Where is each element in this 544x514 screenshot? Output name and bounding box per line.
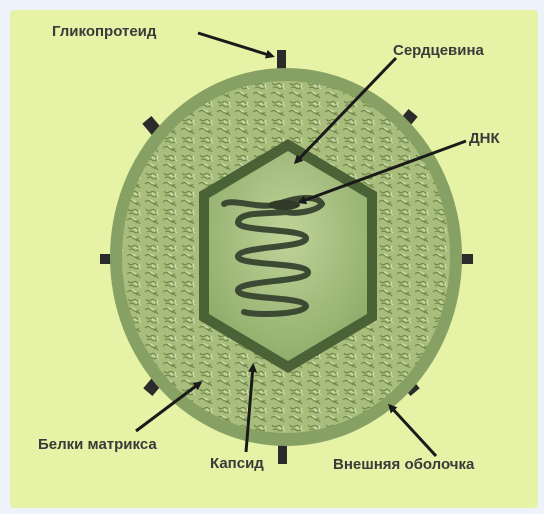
label-capsid: Капсид — [210, 455, 264, 472]
label-glycoprotein: Гликопротеид — [52, 23, 157, 40]
spike-icon — [278, 444, 287, 464]
label-dna: ДНК — [469, 130, 501, 147]
label-core: Сердцевина — [393, 42, 485, 59]
label-matrix-proteins: Белки матрикса — [38, 436, 157, 453]
dna-highlight — [268, 200, 300, 210]
label-outer-envelope: Внешняя оболочка — [333, 456, 475, 473]
